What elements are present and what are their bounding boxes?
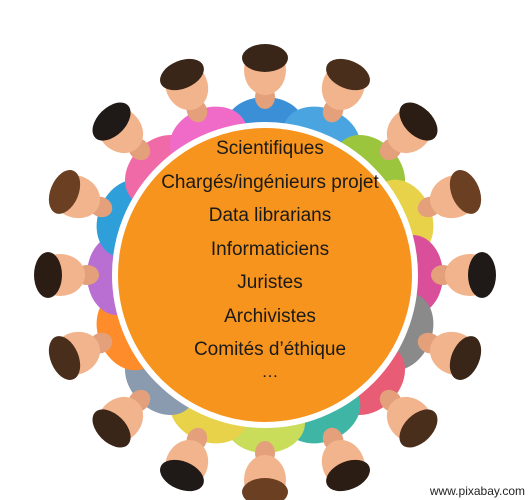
person-hair xyxy=(160,58,204,91)
person-hair xyxy=(399,102,438,141)
person-hair xyxy=(468,252,496,298)
person-hair xyxy=(326,58,370,91)
role-ellipsis: … xyxy=(261,361,279,381)
role-informaticiens: Informaticiens xyxy=(210,238,330,260)
role-juristes: Juristes xyxy=(237,272,303,293)
person-hair xyxy=(242,44,288,72)
central-orange-circle xyxy=(112,122,418,428)
person-hair xyxy=(326,459,370,492)
role-data-librarians: Data librarians xyxy=(208,205,332,226)
role-archivistes: Archivistes xyxy=(224,305,316,327)
role-scientifiques: Scientifiques xyxy=(216,138,324,159)
person-hair xyxy=(449,170,482,214)
person-hair xyxy=(449,336,482,380)
role-comites-ethique: Comités d’éthique xyxy=(193,339,347,360)
person-hair xyxy=(34,252,62,298)
role-charges-ingenieurs-projet: Chargés/ingénieurs projet xyxy=(161,171,379,193)
person-hair xyxy=(92,409,131,448)
person-hair xyxy=(48,170,81,214)
image-credit: www.pixabay.com xyxy=(429,484,525,498)
roles-list: Scientifiques Chargés/ingénieurs projet … xyxy=(150,132,390,381)
person-hair xyxy=(48,336,81,380)
person-hair xyxy=(399,409,438,448)
person-hair xyxy=(92,102,131,141)
person-hair xyxy=(242,478,288,500)
person-hair xyxy=(160,459,204,492)
